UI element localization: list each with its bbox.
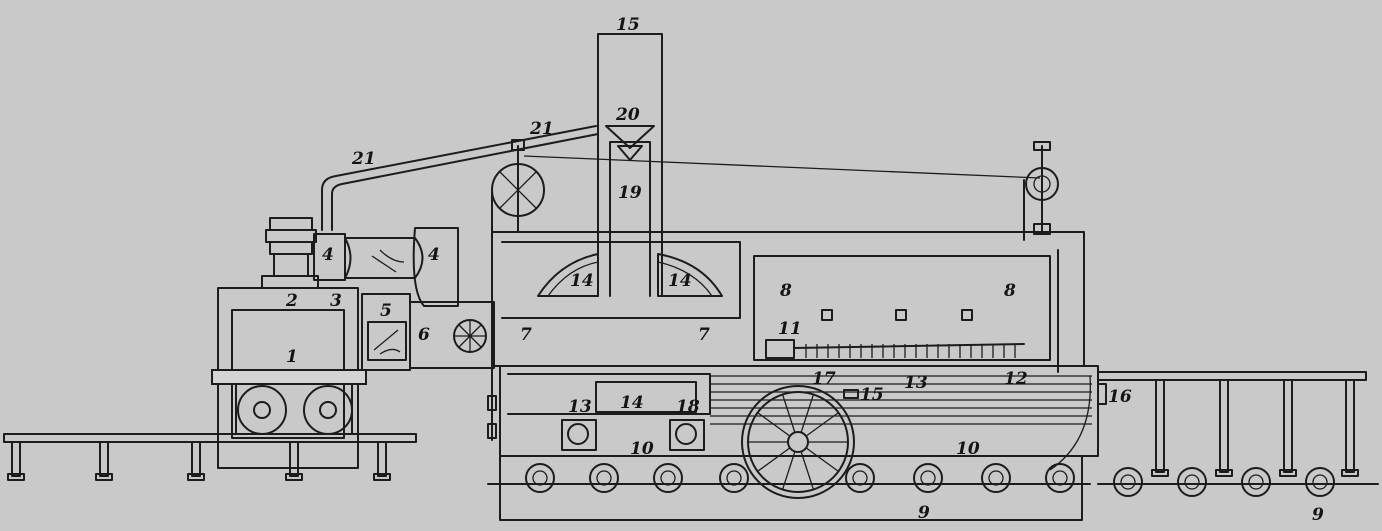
roller [1045, 463, 1075, 493]
conveyor-foot [7, 473, 25, 481]
label-10a: 10 [630, 439, 654, 459]
label-7b: 7 [698, 325, 710, 345]
roller-hub [1184, 474, 1200, 490]
roller-hub [596, 470, 612, 486]
wheel-spoke [800, 394, 815, 433]
big-wheel [741, 385, 855, 499]
roller [589, 463, 619, 493]
roller [1241, 467, 1271, 497]
label-9b: 9 [1312, 505, 1324, 525]
label-20: 20 [615, 105, 640, 125]
motor-unit [261, 217, 319, 289]
roller-hub [532, 470, 548, 486]
label-8a: 8 [779, 281, 792, 301]
conveyor-foot [285, 473, 303, 481]
label-19: 19 [618, 183, 642, 203]
conveyor-leg [11, 441, 21, 477]
box-6 [409, 301, 495, 369]
conveyor-leg [377, 441, 387, 477]
roller-hub [988, 470, 1004, 486]
conveyor-foot [1215, 469, 1233, 477]
chimney-15 [597, 33, 663, 297]
roller-hub [920, 470, 936, 486]
roller-hub [852, 470, 868, 486]
roller-hub [660, 470, 676, 486]
fan-housing-4 [313, 227, 459, 307]
roller [913, 463, 943, 493]
label-17: 17 [812, 369, 836, 389]
conveyor-foot [1151, 469, 1169, 477]
roller [1113, 467, 1143, 497]
label-18: 18 [676, 397, 700, 417]
lower-section [487, 365, 1107, 521]
label-15b: 15 [860, 385, 884, 405]
conveyor-leg [1219, 379, 1229, 473]
conveyor-foot [1279, 469, 1297, 477]
roller [525, 463, 555, 493]
label-7a: 7 [520, 325, 532, 345]
label-1: 1 [286, 347, 298, 367]
label-15: 15 [616, 15, 640, 35]
label-5: 5 [380, 301, 392, 321]
wheel-spoke [757, 412, 791, 437]
cart-wheels [237, 385, 353, 435]
roller-hub [726, 470, 742, 486]
wheel-spoke [757, 447, 791, 472]
callout-labels: 1 2 3 4 4 5 6 7 7 8 8 9 9 10 10 11 12 13… [285, 15, 1324, 525]
conveyor-foot [95, 473, 113, 481]
label-6: 6 [418, 325, 430, 345]
rollers-right [1113, 467, 1335, 497]
label-13b: 13 [904, 373, 928, 393]
wheel-hub [787, 431, 809, 453]
conveyor-leg [1283, 379, 1293, 473]
roller-hub [1248, 474, 1264, 490]
wheel-spoke [781, 394, 796, 433]
label-14a: 14 [570, 271, 594, 291]
label-8b: 8 [1003, 281, 1016, 301]
label-14b: 14 [668, 271, 692, 291]
roller [1177, 467, 1207, 497]
conveyor-foot [1341, 469, 1359, 477]
label-4b: 4 [428, 245, 440, 265]
label-4a: 4 [322, 245, 334, 265]
pulley-system [491, 139, 1059, 441]
conveyor-foot [187, 473, 205, 481]
roller-hub [1052, 470, 1068, 486]
roller-hub [1312, 474, 1328, 490]
conveyor-leg [1345, 379, 1355, 473]
rollers [525, 463, 1075, 493]
roller-hub [1120, 474, 1136, 490]
label-16: 16 [1108, 387, 1132, 407]
wheel-spoke [800, 451, 815, 490]
conveyor-foot [373, 473, 391, 481]
roller [981, 463, 1011, 493]
conveyor-leg [99, 441, 109, 477]
label-13a: 13 [568, 397, 592, 417]
label-10b: 10 [956, 439, 980, 459]
label-3: 3 [330, 291, 342, 311]
roller [719, 463, 749, 493]
right-conveyor [1097, 371, 1379, 485]
pipe-21 [321, 125, 599, 231]
label-14c: 14 [620, 393, 644, 413]
wheel-spoke [805, 447, 839, 472]
label-21b: 21 [351, 149, 376, 169]
label-11: 11 [778, 319, 802, 339]
conveyor-leg [1155, 379, 1165, 473]
label-12: 12 [1004, 369, 1028, 389]
conveyor-leg [191, 441, 201, 477]
roller [845, 463, 875, 493]
wheel-spoke [805, 412, 839, 437]
wheel-spoke [781, 451, 796, 490]
conveyor-leg [289, 441, 299, 477]
label-2: 2 [285, 291, 298, 311]
wheel-rim [741, 385, 855, 499]
roller [1305, 467, 1335, 497]
roller [653, 463, 683, 493]
left-conveyor [3, 433, 417, 481]
label-21a: 21 [529, 119, 554, 139]
label-9a: 9 [918, 503, 930, 523]
